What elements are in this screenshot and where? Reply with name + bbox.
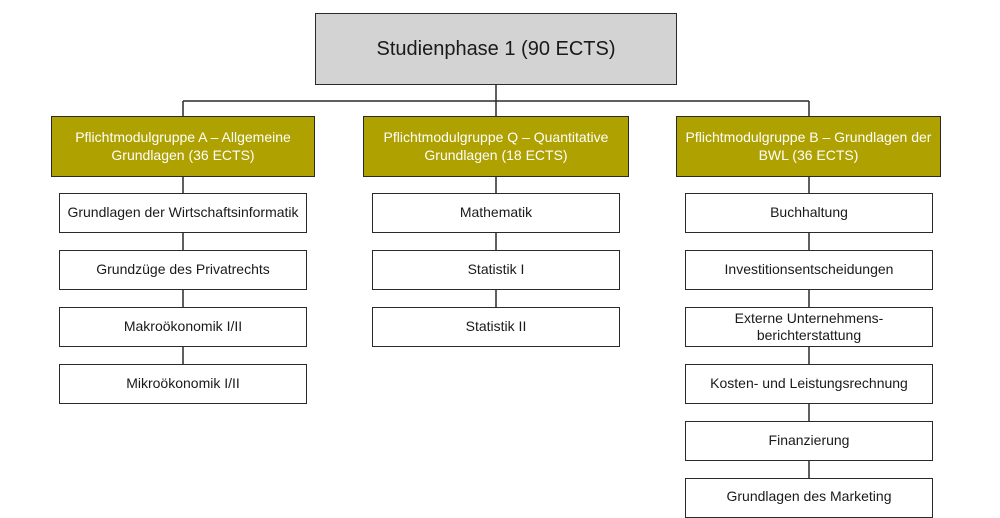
module-label: Buchhaltung: [770, 204, 848, 221]
module-label: Statistik II: [465, 318, 527, 335]
root-node-studienphase: Studienphase 1 (90 ECTS): [315, 13, 677, 85]
module-node: Grundlagen der Wirtschaftsinformatik: [59, 193, 307, 233]
module-label: Grundlagen des Marketing: [726, 488, 892, 504]
module-label: Statistik I: [467, 261, 525, 278]
module-node: Statistik I: [372, 250, 620, 290]
module-node: Externe Unternehmens-berichterstattung: [685, 307, 933, 347]
module-node: Buchhaltung: [685, 193, 933, 233]
module-label: Investitionsentscheidungen: [724, 261, 894, 278]
module-label: Mikroökonomik I/II: [126, 375, 240, 392]
module-label: Finanzierung: [768, 432, 850, 449]
group-node-label: Pflichtmodulgruppe A – Allgemeine Grundl…: [75, 129, 291, 163]
root-node-label: Studienphase 1 (90 ECTS): [376, 37, 616, 60]
module-node: Grundlagen des Marketing: [685, 478, 933, 518]
group-node-q: Pflichtmodulgruppe Q – Quantitative Grun…: [363, 116, 629, 177]
module-node: Mikroökonomik I/II: [59, 364, 307, 404]
module-node: Grundzüge des Privatrechts: [59, 250, 307, 290]
module-label: Externe Unternehmens-berichterstattung: [734, 309, 884, 344]
module-node: Mathematik: [372, 193, 620, 233]
group-node-label: Pflichtmodulgruppe Q – Quantitative Grun…: [383, 129, 609, 163]
group-node-b: Pflichtmodulgruppe B – Grundlagen der BW…: [676, 116, 941, 177]
module-label: Makroökonomik I/II: [123, 318, 243, 335]
module-label: Grundzüge des Privatrechts: [96, 261, 270, 278]
module-node: Finanzierung: [685, 421, 933, 461]
module-node: Investitionsentscheidungen: [685, 250, 933, 290]
module-node: Makroökonomik I/II: [59, 307, 307, 347]
module-node: Statistik II: [372, 307, 620, 347]
module-node: Kosten- und Leistungsrechnung: [685, 364, 933, 404]
group-node-a: Pflichtmodulgruppe A – Allgemeine Grundl…: [51, 116, 315, 177]
module-label: Mathematik: [459, 204, 533, 221]
module-label: Grundlagen der Wirtschaftsinformatik: [67, 204, 299, 221]
group-node-label: Pflichtmodulgruppe B – Grundlagen der BW…: [685, 129, 932, 163]
module-label: Kosten- und Leistungsrechnung: [710, 375, 908, 392]
